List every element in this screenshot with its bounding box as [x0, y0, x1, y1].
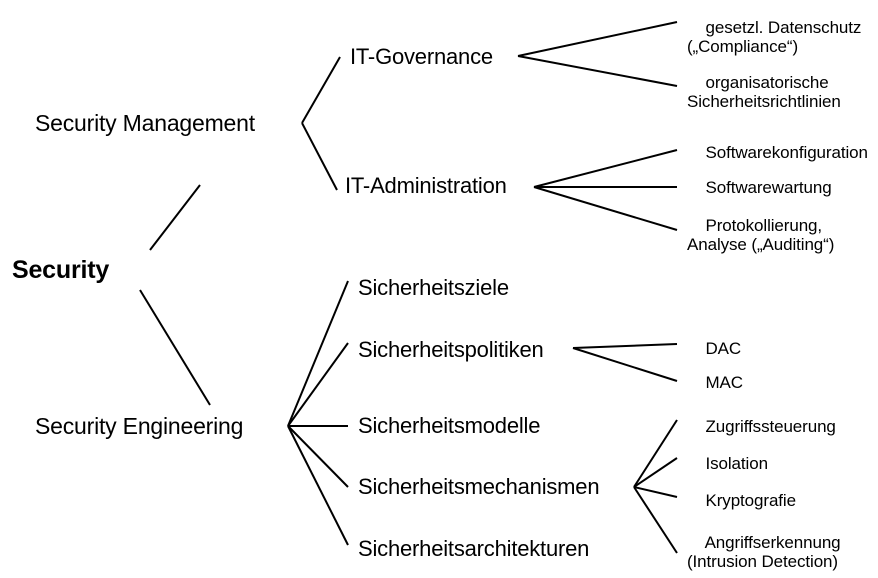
edge-pol-hub-mac [572, 347, 678, 382]
leaf-line-1: DAC [705, 338, 742, 358]
leaf-softwarekonfiguration[interactable]: Softwarekonfiguration [687, 124, 868, 181]
leaf-line-1: MAC [705, 372, 744, 392]
leaf-line-1: organisatorische [705, 73, 829, 93]
edge-mech-hub-angriff [633, 486, 678, 554]
node-security-management[interactable]: Security Management [35, 110, 255, 137]
edge-mech-hub-zugriff [633, 419, 678, 488]
edge-gov-hub-richtlinien [517, 55, 678, 87]
node-sicherheitsmodelle[interactable]: Sicherheitsmodelle [358, 412, 541, 439]
leaf-line-1: Zugriffssteuerung [705, 416, 836, 436]
node-label: Sicherheitsmechanismen [358, 473, 600, 499]
node-label: Sicherheitspolitiken [358, 336, 544, 362]
node-label: Sicherheitsmodelle [358, 412, 541, 438]
node-it-governance[interactable]: IT-Governance [350, 43, 493, 70]
node-label: Sicherheitsziele [358, 274, 509, 300]
node-label: Security [12, 256, 110, 284]
leaf-line-2: Sicherheitsrichtlinien [687, 92, 841, 112]
node-it-administration[interactable]: IT-Administration [345, 172, 507, 199]
leaf-line-1: Softwarewartung [705, 177, 832, 197]
edge-security-engineering [139, 289, 211, 406]
node-label: IT-Governance [350, 43, 493, 69]
edge-gov-hub-compliance [517, 21, 678, 57]
leaf-line-2: (Intrusion Detection) [687, 552, 838, 572]
edge-security-management [149, 184, 201, 251]
node-label: Security Engineering [35, 413, 244, 439]
node-security[interactable]: Security [12, 256, 109, 284]
leaf-line-1: Protokollierung, [705, 216, 823, 236]
leaf-dac[interactable]: DAC [687, 320, 742, 377]
leaf-isolation[interactable]: Isolation [687, 435, 769, 492]
edge-mech-hub-krypto [633, 486, 678, 498]
node-label: IT-Administration [345, 172, 507, 198]
edge-se-hub-architekturen [287, 425, 349, 546]
node-sicherheitsarchitekturen[interactable]: Sicherheitsarchitekturen [358, 535, 590, 562]
edge-sm-hub-administration [301, 122, 338, 191]
leaf-line-1: Softwarekonfiguration [705, 142, 868, 162]
node-sicherheitspolitiken[interactable]: Sicherheitspolitiken [358, 336, 544, 363]
edge-se-hub-politiken [287, 342, 349, 427]
edge-pol-hub-dac [572, 343, 678, 349]
leaf-line-1: Angriffserkennung [704, 533, 841, 553]
leaf-kryptografie[interactable]: Kryptografie [687, 472, 797, 529]
leaf-mac[interactable]: MAC [687, 354, 744, 411]
leaf-line-1: Isolation [705, 453, 769, 473]
node-sicherheitsziele[interactable]: Sicherheitsziele [358, 274, 509, 301]
leaf-line-2: („Compliance“) [687, 37, 799, 57]
leaf-zugriffssteuerung[interactable]: Zugriffssteuerung [687, 398, 836, 455]
node-label: Security Management [35, 110, 255, 136]
edge-se-hub-ziele [287, 280, 349, 427]
node-security-engineering[interactable]: Security Engineering [35, 413, 244, 440]
edge-adm-hub-protokollierung [533, 186, 678, 231]
leaf-gesetzl-datenschutz[interactable]: gesetzl. Datenschutz(„Compliance“) [687, 0, 861, 94]
leaf-angriffserkennung[interactable]: Angriffserkennung(Intrusion Detection) [687, 514, 841, 578]
edge-se-hub-mechanismen [287, 425, 349, 488]
leaf-protokollierung-analyse[interactable]: Protokollierung,Analyse („Auditing“) [687, 197, 834, 292]
edge-sm-hub-governance [301, 56, 341, 124]
node-sicherheitsmechanismen[interactable]: Sicherheitsmechanismen [358, 473, 600, 500]
node-label: Sicherheitsarchitekturen [358, 535, 590, 561]
leaf-softwarewartung[interactable]: Softwarewartung [687, 159, 832, 216]
leaf-line-2: Analyse („Auditing“) [687, 235, 835, 255]
leaf-line-1: gesetzl. Datenschutz [705, 18, 862, 38]
edge-adm-hub-konfiguration [533, 149, 678, 188]
leaf-line-1: Kryptografie [705, 490, 797, 510]
edge-mech-hub-isolation [633, 457, 678, 488]
